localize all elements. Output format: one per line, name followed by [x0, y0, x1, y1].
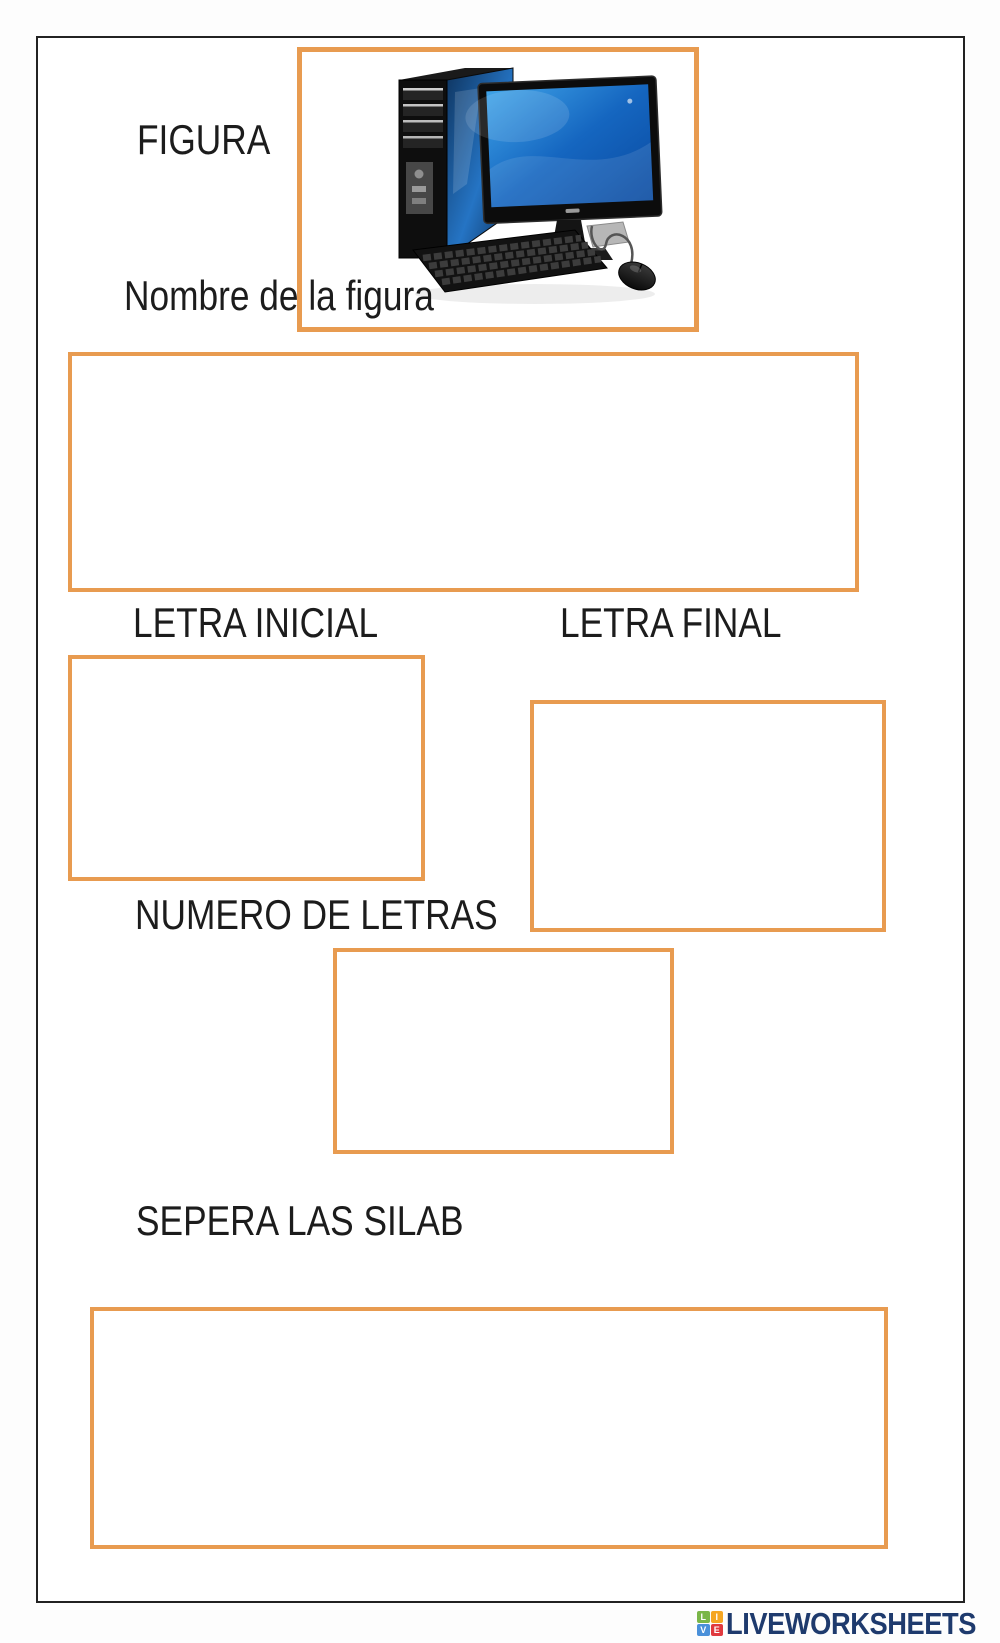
- monitor: [465, 75, 663, 225]
- silabas-answer-box[interactable]: [90, 1307, 888, 1549]
- mouse: [618, 261, 656, 291]
- letra-final-label: LETRA FINAL: [560, 599, 782, 646]
- keyboard: [412, 229, 608, 293]
- letra-final-answer-box[interactable]: [530, 700, 886, 932]
- liveworksheets-logo[interactable]: L I V E LIVEWORKSHEETS: [697, 1608, 1000, 1639]
- figure-image-frame: [297, 47, 699, 332]
- nombre-answer-box[interactable]: [68, 352, 859, 592]
- page-border: [36, 36, 965, 1603]
- mouse-cable: [590, 225, 634, 265]
- separa-las-silabas-label: SEPERA LAS SILAB: [136, 1197, 464, 1244]
- numero-de-letras-label: NUMERO DE LETRAS: [135, 891, 498, 938]
- logo-tile-e: E: [710, 1624, 723, 1636]
- logo-tile-l: L: [697, 1611, 710, 1623]
- letra-inicial-answer-box[interactable]: [68, 655, 425, 881]
- numero-de-letras-answer-box[interactable]: [333, 948, 674, 1154]
- letra-inicial-label: LETRA INICIAL: [133, 599, 379, 646]
- nombre-de-la-figura-label: Nombre de la figura: [124, 272, 434, 319]
- logo-tile-v: V: [697, 1624, 710, 1636]
- desktop-computer-image: [398, 67, 663, 304]
- liveworksheets-wordmark: LIVEWORKSHEETS: [726, 1606, 977, 1641]
- liveworksheets-logo-icon: L I V E: [697, 1611, 723, 1636]
- figura-label: FIGURA: [137, 116, 271, 163]
- logo-tile-i: I: [710, 1611, 723, 1623]
